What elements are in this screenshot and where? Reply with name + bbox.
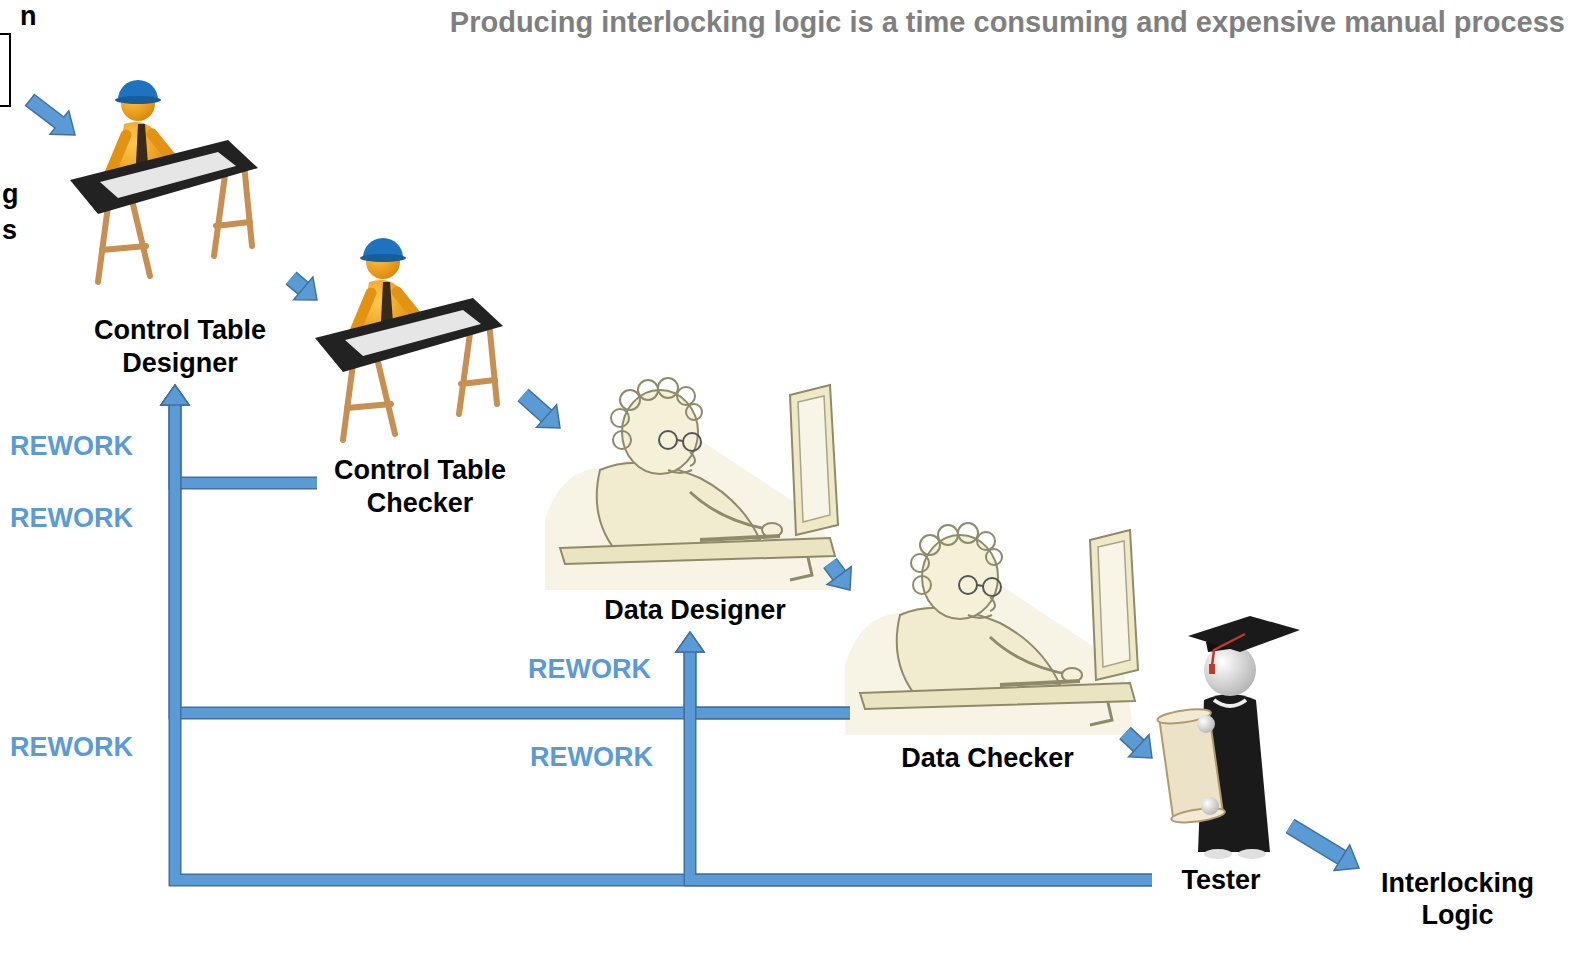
role-node: Control Table Designer <box>69 90 291 385</box>
cut-off-box <box>0 34 10 106</box>
input-arrow <box>26 95 75 136</box>
data-checker-figure <box>845 523 1138 735</box>
role-label: Data Designer <box>604 594 786 626</box>
role-node: Data Checker <box>850 520 1125 780</box>
designer-figure <box>70 80 258 282</box>
arrow-shaft-outline <box>1125 733 1140 747</box>
arrow-head <box>827 567 851 590</box>
checker-figure <box>315 238 503 440</box>
rework-label: REWORK <box>10 502 133 534</box>
role-node: Data Designer <box>560 375 830 632</box>
arrow-shaft-outline <box>1290 826 1343 858</box>
role-label: Interlocking Logic <box>1363 867 1552 932</box>
flow-arrow <box>1290 826 1359 870</box>
arrow-shaft <box>175 404 317 483</box>
arrow-shaft-outline <box>830 563 840 576</box>
cut-off-text: s <box>2 214 17 246</box>
flow-arrow <box>676 632 850 713</box>
rework-label: REWORK <box>10 731 133 763</box>
role-node: Interlocking Logic <box>1359 855 1556 943</box>
arrow-shaft-outline <box>175 404 317 483</box>
arrow-shaft <box>523 395 547 417</box>
role-label: Control Table Checker <box>321 454 519 519</box>
cut-off-text: n <box>20 0 37 32</box>
rework-label: REWORK <box>10 430 133 462</box>
arrow-shaft-outline <box>690 651 1152 880</box>
arrow-shaft <box>291 278 304 289</box>
role-label: Data Checker <box>901 742 1074 774</box>
arrow-head <box>161 385 189 405</box>
tester-figure <box>1157 616 1300 859</box>
flow-arrow <box>676 632 1152 880</box>
flow-arrow <box>827 563 851 590</box>
cut-off-text: g <box>2 178 19 210</box>
flow-arrow <box>161 385 850 713</box>
arrow-shaft-outline <box>523 395 547 417</box>
arrow-head <box>161 385 189 405</box>
role-label: Tester <box>1181 864 1260 896</box>
arrow-shaft <box>175 404 850 713</box>
arrow-head <box>537 405 560 428</box>
arrow-shaft <box>690 651 850 713</box>
flow-arrow <box>1125 733 1152 758</box>
rework-label: REWORK <box>530 741 653 773</box>
role-node: Tester <box>1152 615 1290 902</box>
arrow-head <box>1334 845 1359 871</box>
diagram-title: Producing interlocking logic is a time c… <box>450 6 1565 39</box>
role-label: Control Table Designer <box>73 314 287 379</box>
arrow-head <box>676 632 704 652</box>
data-designer-figure <box>545 378 838 590</box>
flow-arrow <box>161 385 1152 880</box>
arrow-head <box>676 632 704 652</box>
arrow-shaft-outline <box>175 404 1152 880</box>
arrow-shaft-outline <box>175 404 850 713</box>
arrow-shaft <box>830 563 840 576</box>
arrow-head <box>161 385 189 405</box>
arrow-shaft-outline <box>690 651 850 713</box>
arrow-shaft <box>1125 733 1140 747</box>
arrow-shaft <box>1290 826 1343 858</box>
flow-arrow <box>523 395 560 428</box>
rework-label: REWORK <box>528 653 651 685</box>
arrow-head <box>294 277 317 300</box>
arrow-shaft-outline <box>291 278 304 289</box>
arrow-shaft <box>175 404 1152 880</box>
arrow-shaft <box>690 651 1152 880</box>
role-node: Control Table Checker <box>317 245 523 525</box>
flow-arrow <box>291 277 317 300</box>
flow-arrow <box>161 385 317 483</box>
arrow-head <box>1129 735 1152 758</box>
